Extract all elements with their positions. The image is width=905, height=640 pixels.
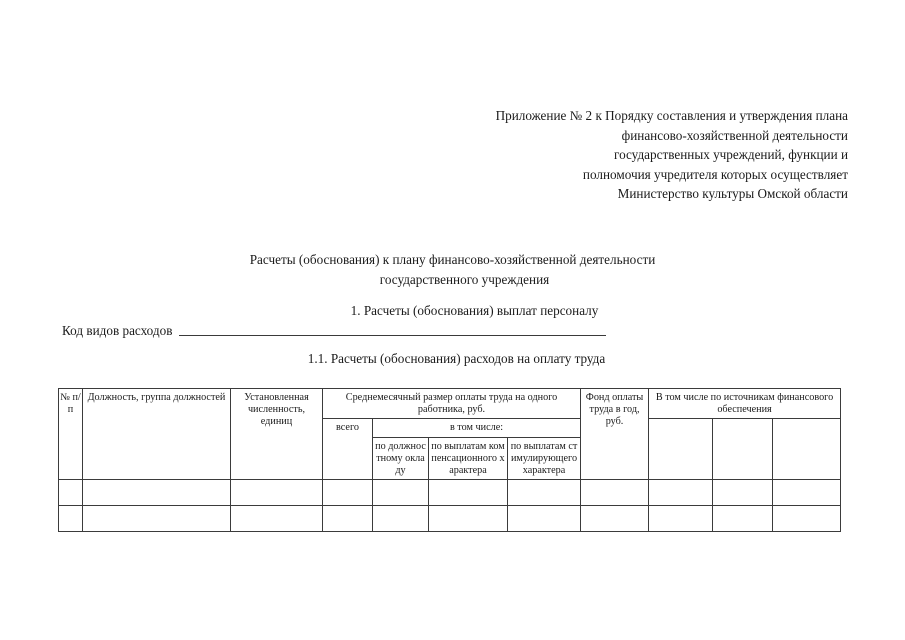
cell-total[interactable]	[322, 479, 373, 507]
subsection-heading: 1.1. Расчеты (обоснования) расходов на о…	[307, 351, 606, 366]
section-heading: 1. Расчеты (обоснования) выплат персонал…	[350, 303, 599, 318]
cell-by-salary[interactable]	[372, 479, 429, 507]
cell-source-1[interactable]	[648, 505, 714, 533]
header-funding-source-2	[712, 418, 774, 481]
table-header-row-2: всего в том числе:	[59, 418, 842, 481]
table-header-row-3: по должностному окладу по выплатам компе…	[59, 436, 841, 481]
cell-source-2[interactable]	[712, 505, 774, 533]
cell-row-number[interactable]	[58, 505, 83, 533]
header-average-monthly-pay-group: Среднемесячный размер оплаты труда на од…	[321, 387, 582, 420]
appendix-line-5: полномочия учредителя которых осуществля…	[582, 166, 848, 182]
header-row-number: № п/п	[58, 387, 83, 481]
document-title-line-2: государственного учреждения	[379, 272, 550, 287]
header-position-group: Должность, группа должностей	[82, 387, 231, 481]
header-total: всего	[322, 418, 373, 481]
cell-source-2[interactable]	[712, 479, 774, 507]
expense-code-input[interactable]	[179, 335, 607, 336]
cell-source-3[interactable]	[772, 505, 842, 533]
expense-code-label: Код видов расходов	[62, 323, 173, 338]
appendix-reference-block: Приложение № 2 к Порядку составления и у…	[428, 106, 848, 204]
appendix-line-4: государственных учреждений, функции и	[614, 147, 848, 163]
cell-headcount[interactable]	[230, 505, 323, 533]
cell-by-incentive[interactable]	[506, 479, 582, 507]
document-title: Расчеты (обоснования) к плану финансово-…	[0, 250, 905, 290]
header-by-compensation-payments: по выплатам компенсационного характера	[428, 436, 508, 481]
expense-code-row: Код видов расходов	[62, 323, 607, 339]
cell-by-salary[interactable]	[372, 505, 429, 533]
cell-annual-fund[interactable]	[580, 505, 650, 533]
header-funding-source-3	[772, 418, 842, 481]
header-including: в том числе:	[371, 418, 582, 438]
cell-by-compensation[interactable]	[428, 479, 508, 507]
cell-by-compensation[interactable]	[428, 505, 508, 533]
appendix-line-3: финансово-хозяйственной деятельности	[621, 127, 848, 143]
appendix-line-2: к Порядку составления и утверждения план…	[595, 108, 848, 123]
table-body	[58, 479, 842, 533]
document-title-line-1: Расчеты (обоснования) к плану финансово-…	[249, 252, 656, 267]
appendix-line-6: Министерство культуры Омской области	[617, 186, 848, 202]
cell-source-3[interactable]	[772, 479, 842, 507]
header-by-official-salary: по должностному окладу	[372, 436, 429, 481]
salary-calculation-table: № п/п Должность, группа должностей Устан…	[58, 387, 842, 533]
cell-annual-fund[interactable]	[580, 479, 650, 507]
cell-position[interactable]	[82, 479, 231, 507]
header-established-headcount: Установленная численность, единиц	[230, 387, 323, 481]
header-by-incentive-payments: по выплатам стимулирующего характера	[506, 436, 582, 481]
cell-headcount[interactable]	[230, 479, 323, 507]
table-row[interactable]	[58, 479, 842, 507]
header-funding-source-1	[648, 418, 714, 481]
cell-row-number[interactable]	[58, 479, 83, 507]
header-annual-payroll-fund: Фонд оплаты труда в год, руб.	[580, 387, 650, 481]
table-header-row-1: № п/п Должность, группа должностей Устан…	[58, 387, 842, 481]
cell-total[interactable]	[322, 505, 373, 533]
appendix-line-1: Приложение № 2	[495, 108, 593, 123]
cell-source-1[interactable]	[648, 479, 714, 507]
cell-by-incentive[interactable]	[506, 505, 582, 533]
header-funding-sources-group: В том числе по источникам финансового об…	[648, 387, 842, 420]
cell-position[interactable]	[82, 505, 231, 533]
table-row[interactable]	[58, 505, 842, 533]
